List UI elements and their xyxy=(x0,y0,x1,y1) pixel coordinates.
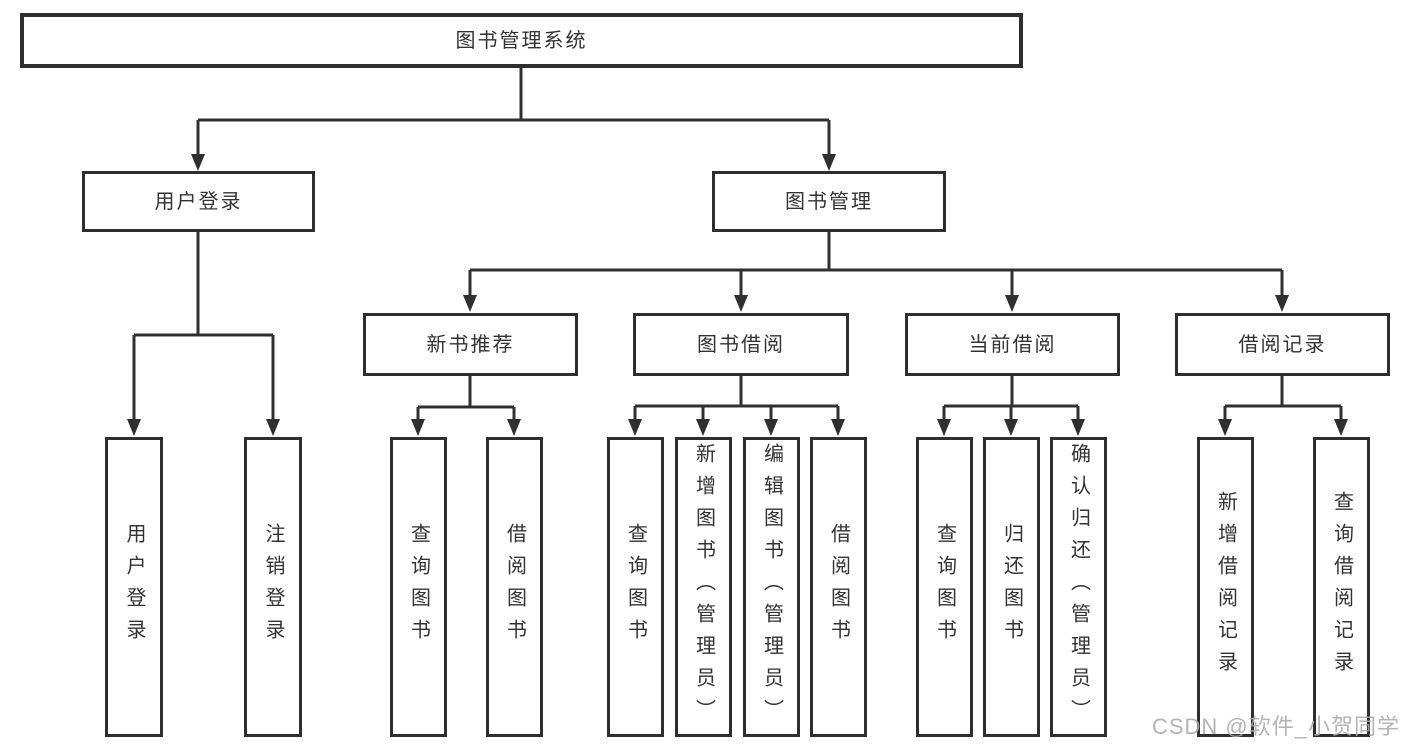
leaf-current-return-books: 归还图书 xyxy=(983,437,1040,737)
leaf-borrowing-edit-books-admin: 编辑图书（管理员） xyxy=(743,437,800,737)
node-book-management-branch: 图书管理 xyxy=(712,171,946,232)
node-new-book-recommend: 新书推荐 xyxy=(363,313,578,376)
node-book-borrowing: 图书借阅 xyxy=(633,313,849,376)
leaf-recommend-borrow-books: 借阅图书 xyxy=(486,437,543,737)
leaf-records-add-record: 新增借阅记录 xyxy=(1197,437,1254,737)
node-library-management-system: 图书管理系统 xyxy=(20,13,1023,68)
leaf-records-query-record: 查询借阅记录 xyxy=(1313,437,1370,737)
node-borrowing-records: 借阅记录 xyxy=(1175,313,1390,376)
leaf-logout: 注销登录 xyxy=(244,437,302,737)
leaf-user-login: 用户登录 xyxy=(105,437,163,737)
leaf-current-query-books: 查询图书 xyxy=(916,437,973,737)
arrow-down-icons xyxy=(127,154,1348,436)
leaf-borrowing-query-books: 查询图书 xyxy=(607,437,664,737)
leaf-recommend-query-books: 查询图书 xyxy=(390,437,447,737)
leaf-borrowing-add-books-admin: 新增图书（管理员） xyxy=(675,437,732,737)
node-current-borrowing: 当前借阅 xyxy=(905,313,1120,376)
node-user-login-branch: 用户登录 xyxy=(82,171,315,232)
tree-edges xyxy=(132,68,1343,423)
leaf-current-confirm-return-admin: 确认归还（管理员） xyxy=(1050,437,1107,737)
leaf-borrowing-borrow-books: 借阅图书 xyxy=(810,437,867,737)
csdn-watermark: CSDN @软件_小贺同学 xyxy=(1151,714,1400,739)
